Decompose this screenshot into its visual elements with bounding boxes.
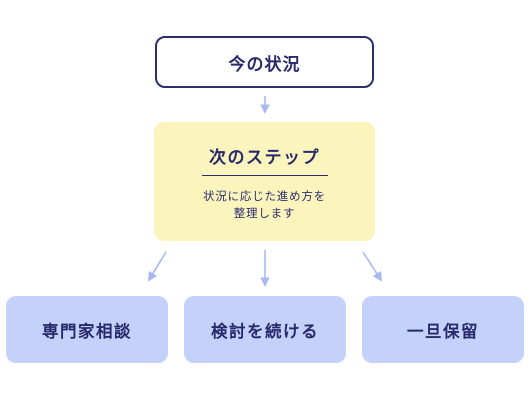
next-step-description-line-1: 状況に応じた進め方を — [203, 189, 326, 203]
next-step-description-line-2: 整理します — [233, 206, 296, 220]
next-step-title: 次のステップ — [209, 148, 320, 168]
option-label: 検討を続ける — [211, 321, 319, 341]
arrow-next-to-option-3 — [362, 251, 383, 282]
next-step-box: 次のステップ 状況に応じた進め方を 整理します — [154, 122, 375, 241]
next-step-description: 状況に応じた進め方を 整理します — [203, 188, 326, 222]
arrow-next-to-option-1 — [148, 251, 167, 282]
option-label: 一旦保留 — [407, 321, 479, 341]
option-label: 専門家相談 — [42, 321, 132, 341]
option-continue-considering: 検討を続ける — [184, 296, 346, 363]
next-step-divider — [201, 175, 328, 176]
current-situation-box: 今の状況 — [155, 36, 374, 88]
option-put-on-hold: 一旦保留 — [362, 296, 524, 363]
current-situation-label: 今の状況 — [228, 54, 301, 75]
option-expert-consultation: 専門家相談 — [6, 296, 168, 363]
